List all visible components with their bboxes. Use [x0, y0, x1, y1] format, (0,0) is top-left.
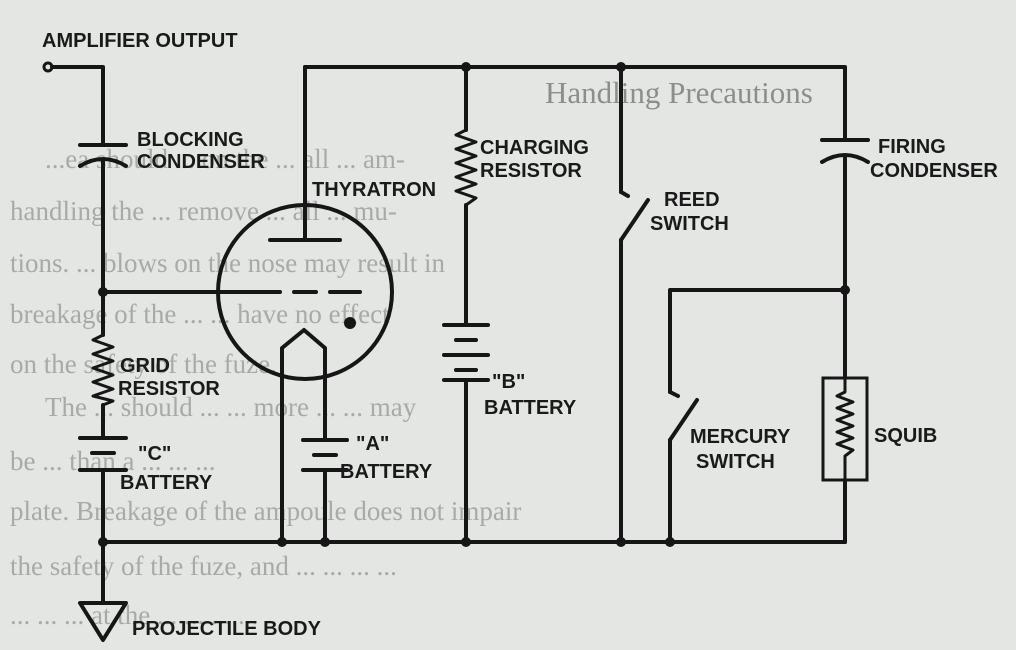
component-labels: AMPLIFIER OUTPUT BLOCKING CONDENSER THYR…	[42, 30, 998, 640]
grid-resistor-label: GRID	[120, 355, 170, 377]
junction-dot	[665, 537, 675, 547]
c-battery-label: "C"	[138, 443, 171, 465]
b-battery-label: BATTERY	[484, 397, 577, 419]
background-line: plate. Breakage of the ampoule does not …	[10, 496, 521, 526]
junction-dot	[616, 62, 626, 72]
c-battery	[78, 436, 128, 472]
wire	[668, 288, 847, 394]
junction-dots	[98, 62, 850, 547]
junction-dot	[320, 537, 330, 547]
ground-symbol	[78, 601, 128, 642]
firing-condenser-label: FIRING	[878, 136, 946, 158]
junction-dot	[461, 62, 471, 72]
charging-resistor-label: CHARGING	[480, 137, 589, 159]
a-battery	[301, 438, 349, 472]
junction-dot	[277, 537, 287, 547]
thyratron-label: THYRATRON	[312, 179, 436, 201]
c-battery-label: BATTERY	[120, 472, 213, 494]
background-line: breakage of the ... ... have no effect	[10, 299, 390, 329]
junction-dot	[98, 287, 108, 297]
amplifier-output-label: AMPLIFIER OUTPUT	[42, 30, 238, 52]
mercury-switch	[668, 390, 699, 442]
background-line: The ... should ... ... more ... ... may	[45, 392, 417, 422]
background-line: the safety of the fuze, and ... ... ... …	[10, 551, 397, 581]
mercury-switch-label: SWITCH	[696, 451, 775, 473]
mercury-switch-label: MERCURY	[690, 426, 791, 448]
grid-resistor-label: RESISTOR	[118, 378, 220, 400]
wiring	[42, 61, 847, 605]
a-battery-label: BATTERY	[340, 461, 433, 483]
charging-resistor-label: RESISTOR	[480, 160, 582, 182]
b-battery-label: "B"	[492, 371, 525, 393]
projectile-body-label: PROJECTILE BODY	[132, 618, 322, 640]
reed-switch-label: REED	[664, 189, 720, 211]
reed-switch-label: SWITCH	[650, 213, 729, 235]
thyratron-tube	[216, 203, 394, 381]
firing-condenser	[820, 138, 870, 164]
squib	[821, 376, 869, 482]
background-heading: Handling Precautions	[545, 75, 813, 110]
blocking-condenser-label: BLOCKING	[137, 129, 244, 151]
b-battery	[442, 323, 490, 382]
a-battery-label: "A"	[356, 433, 389, 455]
charging-resistor	[454, 128, 478, 207]
grid-resistor	[91, 333, 115, 407]
junction-dot	[616, 537, 626, 547]
firing-condenser-label: CONDENSER	[870, 160, 998, 182]
wire	[50, 65, 105, 147]
wire	[303, 65, 847, 142]
blocking-condenser	[78, 143, 128, 168]
junction-dot	[98, 537, 108, 547]
blocking-condenser-label: CONDENSER	[137, 151, 265, 173]
reed-switch	[619, 190, 650, 242]
background-line: ... ... ... at the ... ... ... ...	[10, 600, 258, 630]
junction-dot	[461, 537, 471, 547]
background-line: on the safety of the fuze.	[10, 349, 277, 379]
junction-dot	[840, 285, 850, 295]
background-page-text: Handling Precautions ...ea should ... on…	[10, 75, 813, 630]
squib-label: SQUIB	[874, 425, 937, 447]
